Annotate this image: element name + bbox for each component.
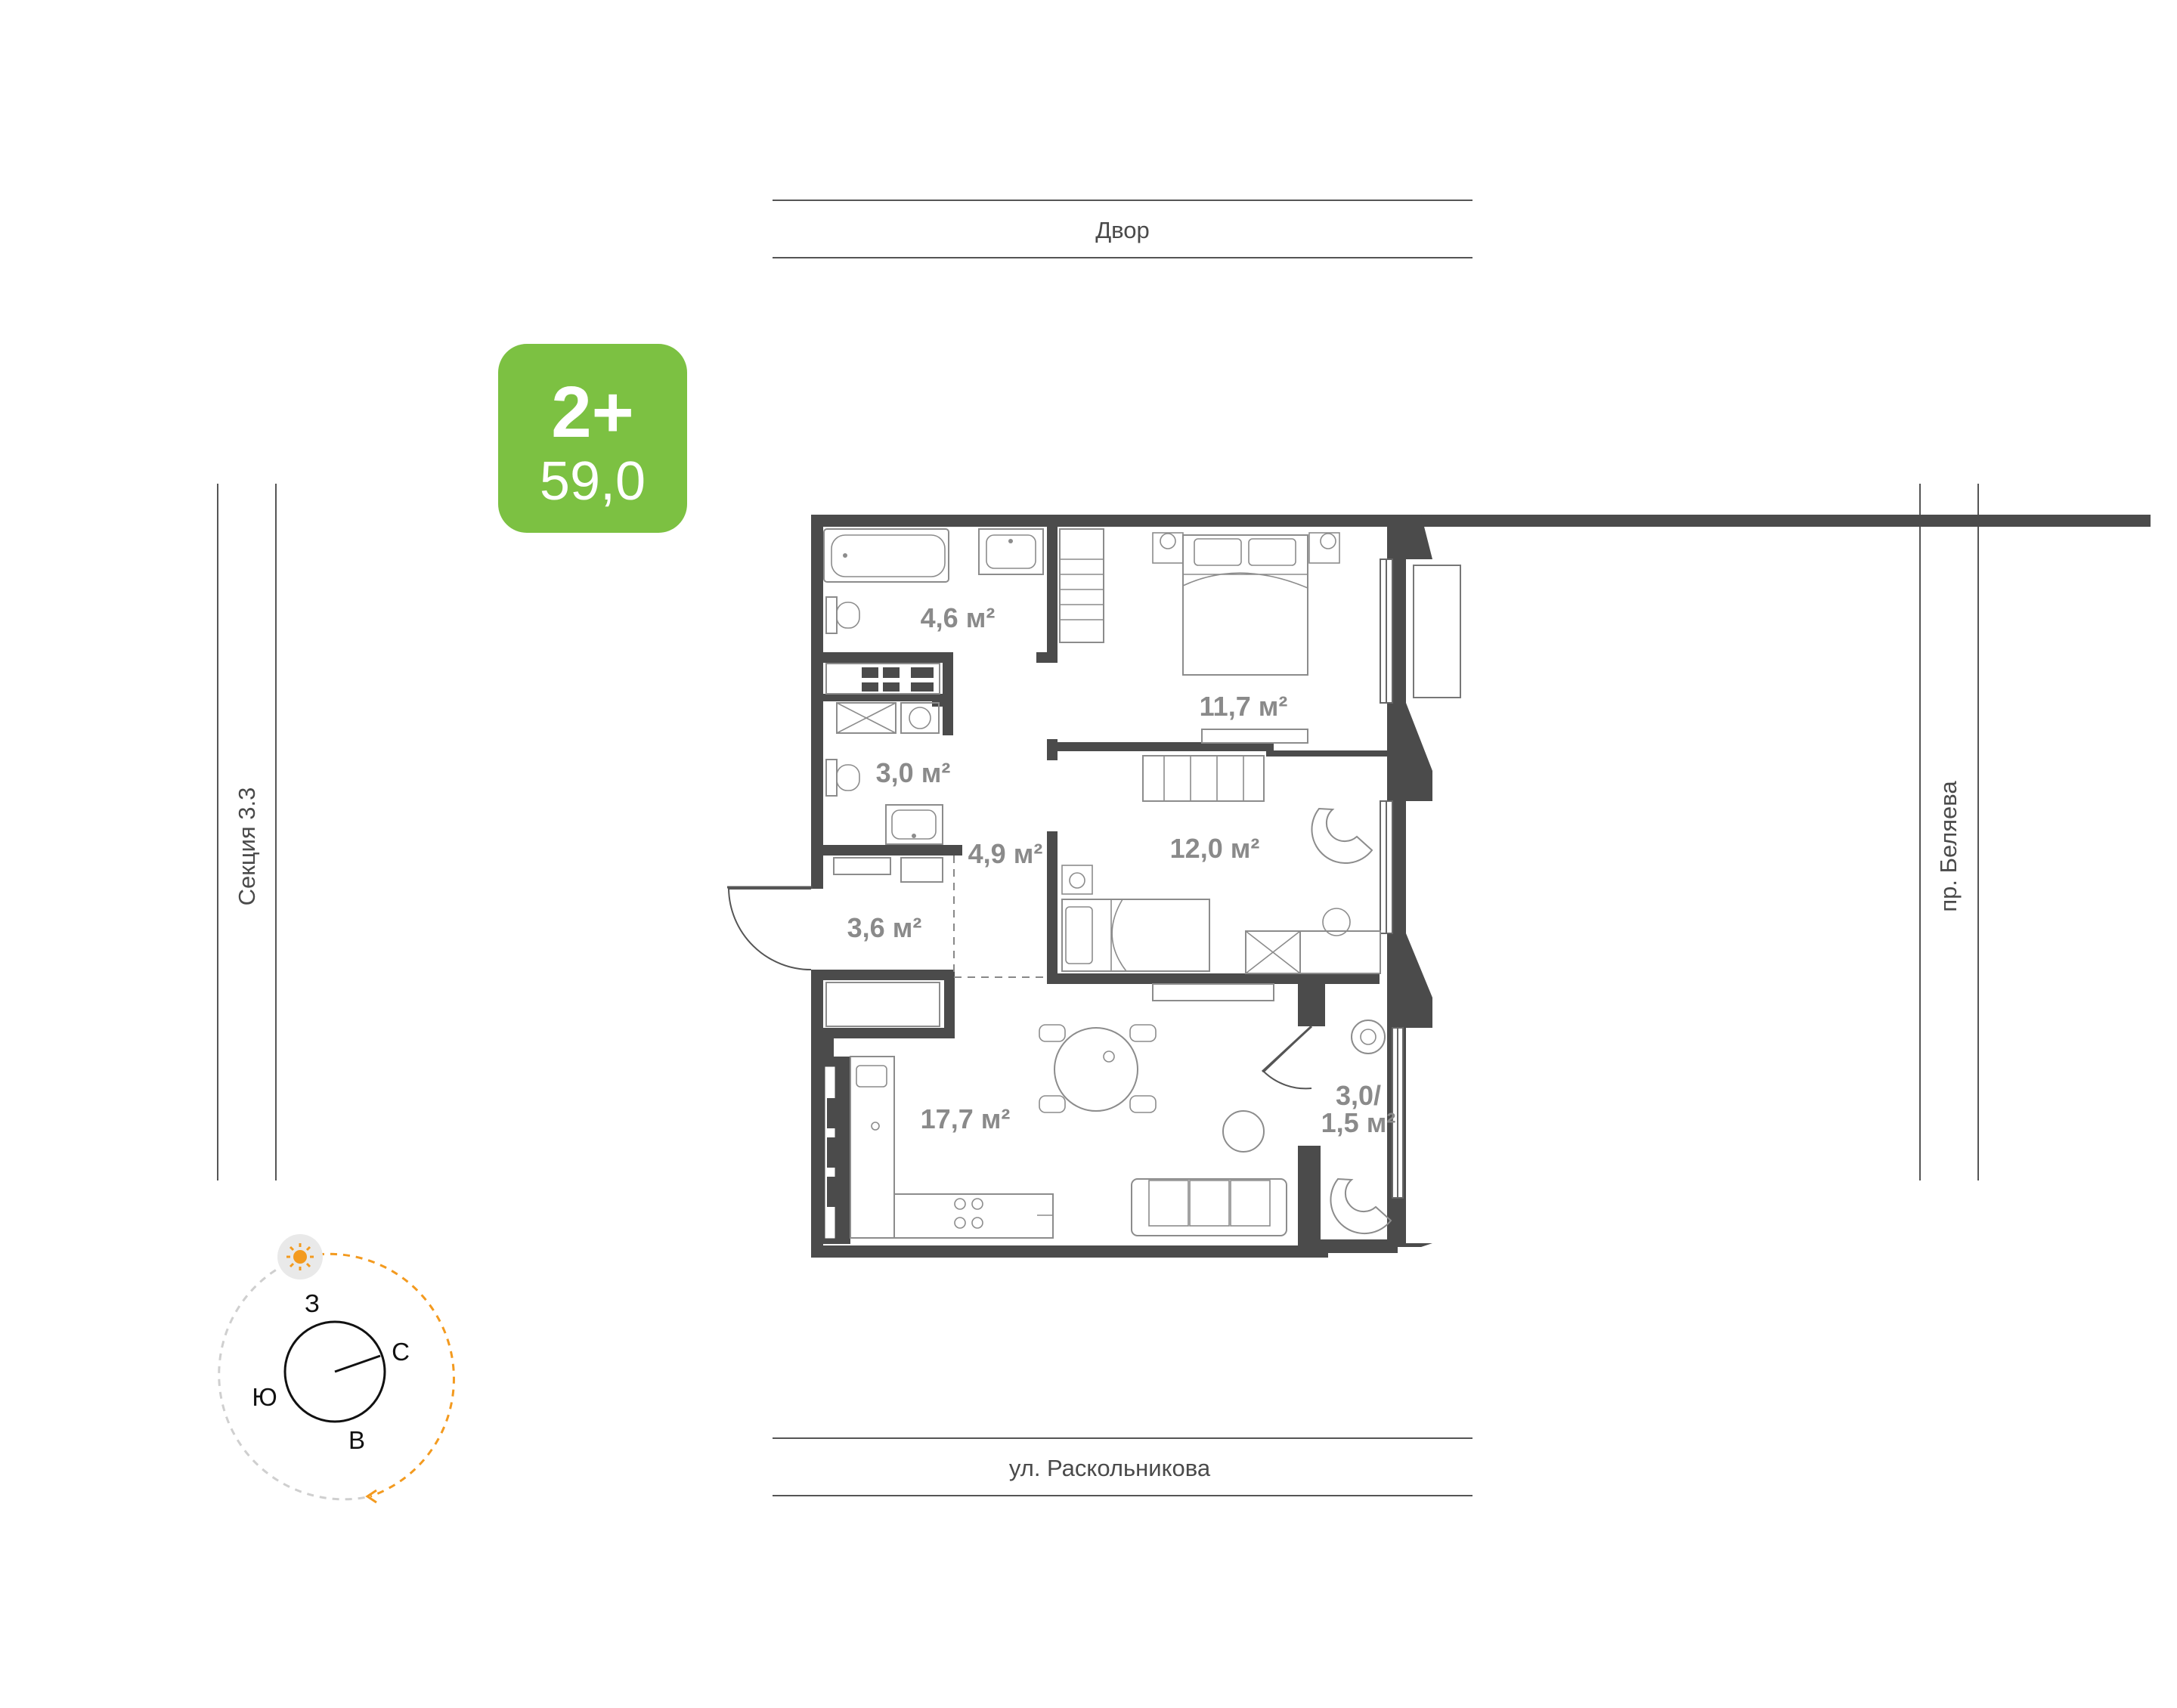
bedroom1-wardrobe (1059, 528, 1104, 643)
entrance-wardrobe (825, 982, 940, 1027)
wc-toilet (825, 759, 860, 797)
bedroom2-armchair (1311, 807, 1373, 864)
compass-north: С (392, 1338, 410, 1366)
balcony-armchair (1330, 1177, 1392, 1234)
sun-path-night (218, 1257, 371, 1501)
bathroom-toilet (825, 596, 860, 634)
bedroom2-desk (1299, 908, 1381, 974)
compass-circle (283, 1320, 386, 1423)
fixtures (823, 528, 1392, 1239)
street-bottom: ул. Раскольникова (773, 1437, 1472, 1496)
balcony (1321, 1239, 1396, 1250)
street-top: Двор (773, 200, 1472, 258)
street-label-left: Секция 3.3 (234, 787, 260, 906)
apartment-total-area: 59,0 (540, 451, 646, 512)
compass-east: В (348, 1426, 365, 1454)
bathtub (823, 528, 949, 583)
compass: З С Ю В (218, 1234, 455, 1504)
wc-sink (885, 804, 943, 845)
apartment-type: 2+ (551, 372, 633, 453)
coffee-table (1222, 1110, 1265, 1153)
sun-path-day (317, 1252, 455, 1498)
hall-shelf (833, 857, 943, 883)
area-balcony-line1: 3,0/ (1336, 1080, 1381, 1111)
bedroom1-tv-stand (1201, 729, 1308, 744)
street-label-bottom: ул. Раскольникова (1009, 1455, 1211, 1481)
compass-needle (334, 1354, 381, 1373)
area-wc: 3,0 м² (876, 757, 951, 788)
washing-machine (836, 702, 940, 734)
room-labels: 4,6 м² 11,7 м² 3,0 м² 4,9 м² 12,0 м² 3,6… (847, 602, 1396, 1138)
badge-background (498, 344, 687, 533)
sun-icon (277, 1234, 323, 1279)
bedroom2-dresser (1245, 930, 1301, 974)
area-kitchen-living: 17,7 м² (921, 1103, 1011, 1134)
area-entrance: 3,6 м² (847, 912, 922, 943)
area-bathroom: 4,6 м² (921, 602, 996, 633)
windows (1380, 559, 1461, 1199)
sun-path-arrow-icon (365, 1489, 377, 1504)
bedroom1-bed (1152, 532, 1340, 676)
bedroom2-wardrobe (1142, 755, 1265, 802)
balcony-door (1262, 1026, 1312, 1090)
compass-south: Ю (252, 1383, 277, 1411)
street-left: Секция 3.3 (217, 484, 277, 1180)
bedroom2-bed (1061, 865, 1210, 972)
area-bedroom-2: 12,0 м² (1170, 833, 1260, 864)
compass-west: З (305, 1289, 320, 1317)
street-right: пр. Беляева (1919, 484, 1979, 1180)
bathroom-sink (978, 528, 1044, 575)
balcony-plant (1351, 1020, 1386, 1054)
area-hall: 4,9 м² (968, 838, 1043, 869)
street-label-right: пр. Беляева (1935, 781, 1962, 912)
street-label-top: Двор (1095, 217, 1150, 243)
doors (727, 856, 1313, 1090)
apartment-badge: 2+ 59,0 (498, 344, 687, 533)
dining-table (1039, 1024, 1157, 1113)
stove (954, 1198, 983, 1229)
living-tv-stand (1152, 983, 1274, 1001)
sofa (1131, 1178, 1287, 1236)
entrance-door (727, 888, 812, 970)
laundry-shelves (825, 663, 940, 695)
area-bedroom-1: 11,7 м² (1200, 691, 1288, 722)
kitchen-counter (850, 1056, 1054, 1239)
area-balcony-line2: 1,5 м² (1321, 1107, 1396, 1138)
kitchen-column (827, 1098, 836, 1207)
